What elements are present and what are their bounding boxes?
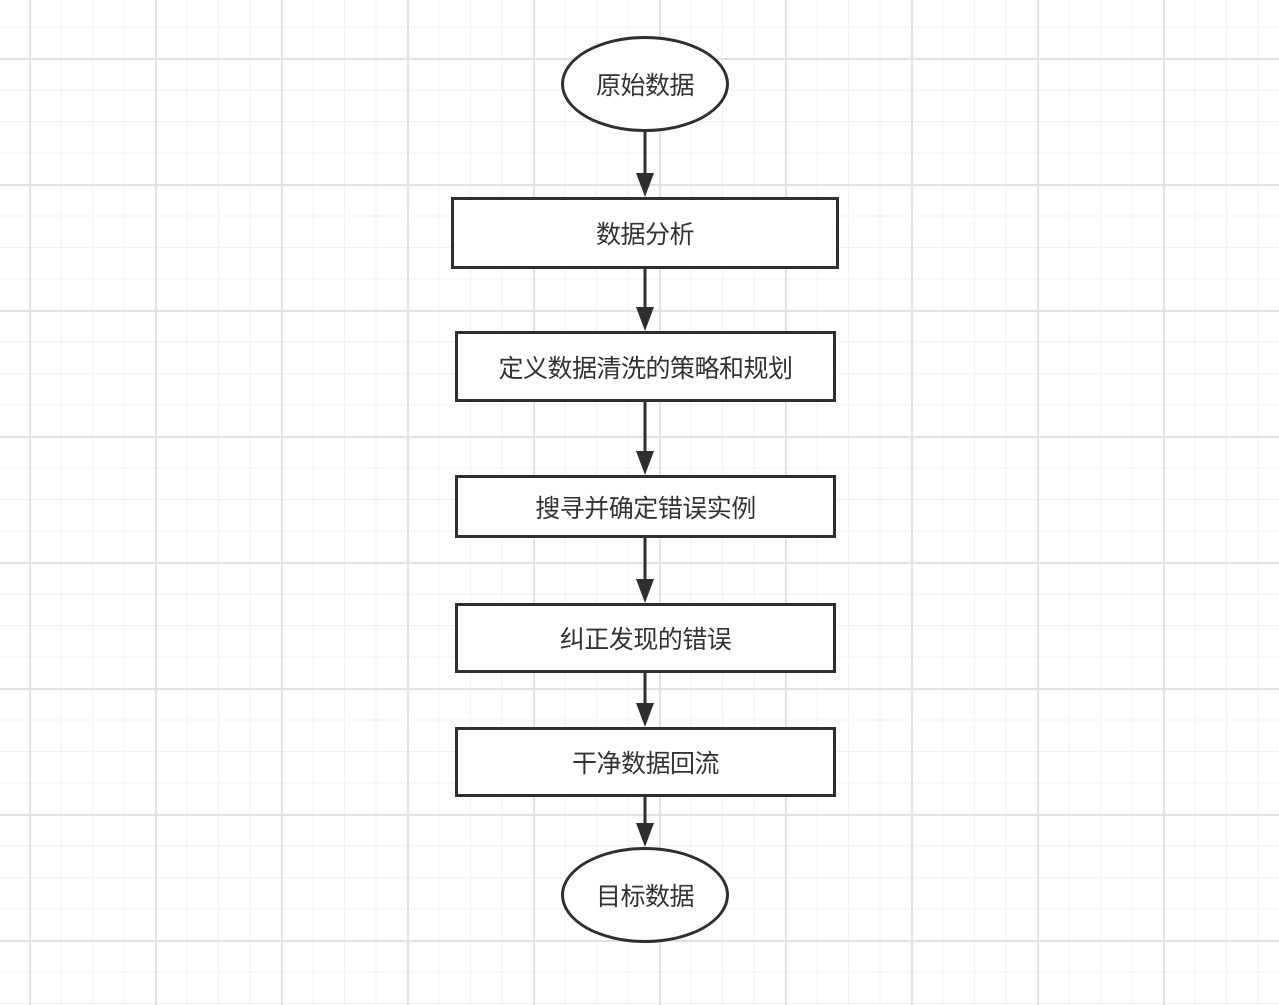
edge-step2-to-step3 [636, 402, 654, 475]
edge-step4-to-step5 [636, 673, 654, 727]
process-node-define-strategy[interactable]: 定义数据清洗的策略和规划 [455, 331, 836, 402]
node-label: 干净数据回流 [571, 749, 720, 778]
start-node-raw-data[interactable]: 原始数据 [561, 36, 729, 132]
edge-step1-to-step2 [636, 269, 654, 331]
end-node-target-data[interactable]: 目标数据 [561, 847, 729, 943]
edge-start-to-step1 [636, 132, 654, 197]
process-node-clean-data-backflow[interactable]: 干净数据回流 [455, 727, 836, 797]
process-node-find-errors[interactable]: 搜寻并确定错误实例 [455, 475, 836, 538]
node-label: 数据分析 [595, 220, 695, 249]
process-node-correct-errors[interactable]: 纠正发现的错误 [455, 603, 836, 673]
process-node-data-analysis[interactable]: 数据分析 [451, 197, 839, 269]
node-label: 目标数据 [595, 882, 695, 911]
node-label: 原始数据 [595, 71, 695, 100]
node-label: 纠正发现的错误 [559, 625, 732, 654]
edge-step3-to-step4 [636, 538, 654, 603]
node-label: 搜寻并确定错误实例 [535, 493, 756, 523]
edge-step5-to-end [636, 797, 654, 847]
node-label: 定义数据清洗的策略和规划 [498, 353, 793, 383]
